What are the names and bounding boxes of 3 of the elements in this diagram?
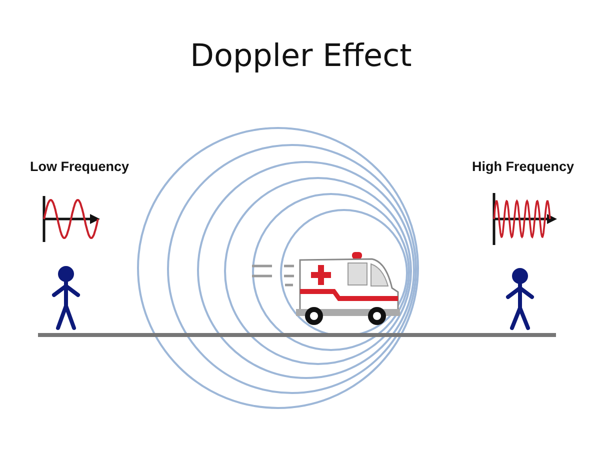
- label: Low Frequency: [30, 159, 130, 174]
- label: High Frequency: [472, 159, 574, 174]
- title: Doppler Effect: [189, 38, 413, 74]
